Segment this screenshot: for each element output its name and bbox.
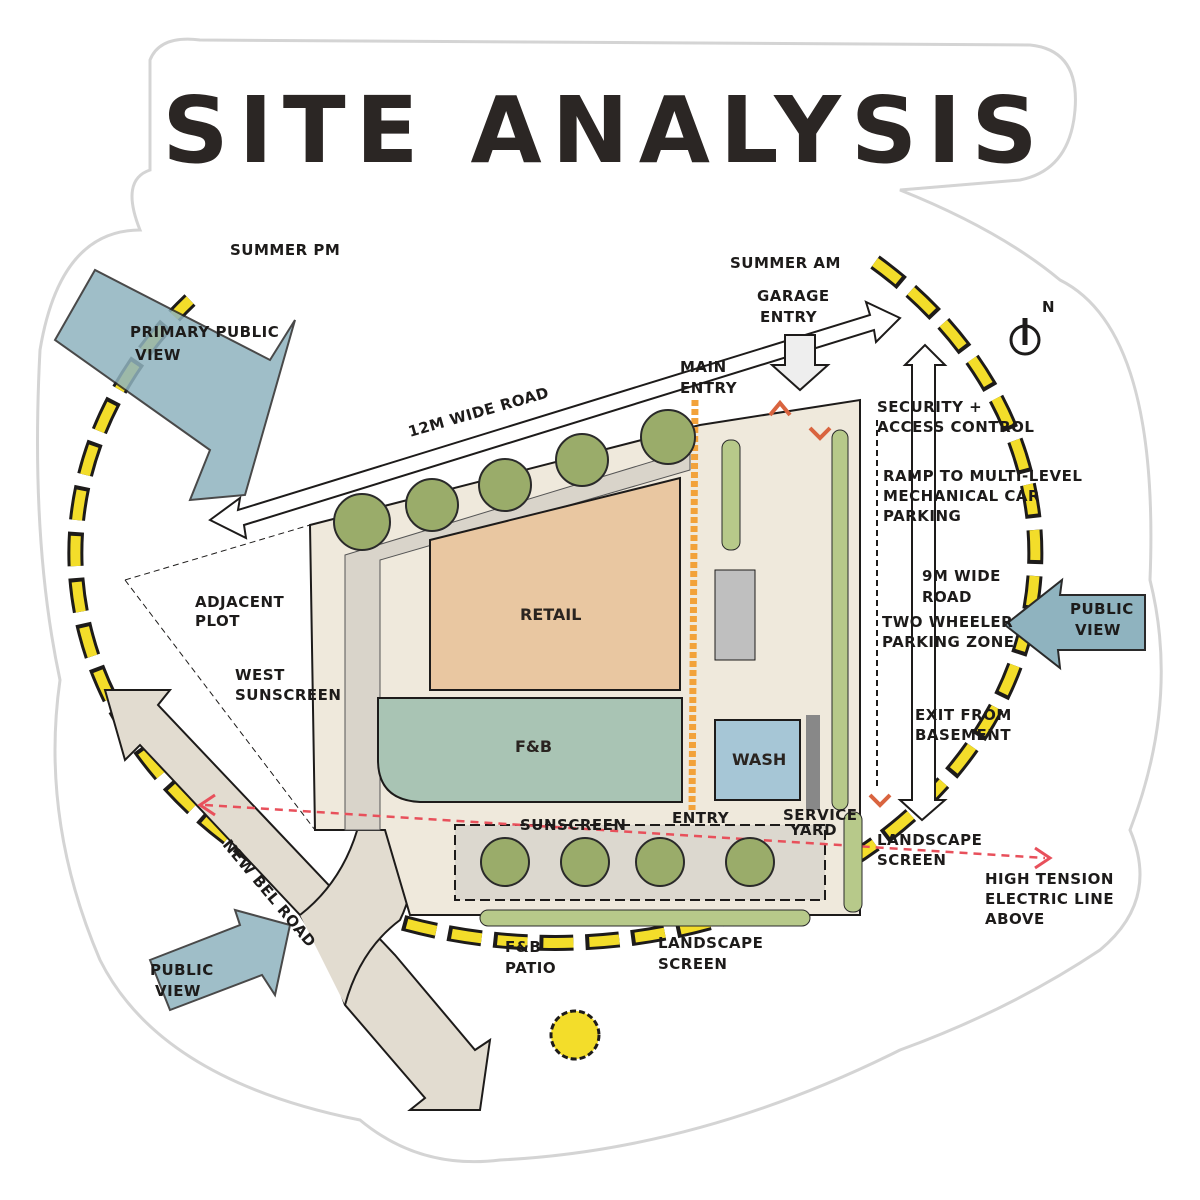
main-entry-line <box>688 399 699 811</box>
electric-arrowhead-west <box>197 793 216 817</box>
fnb-zone <box>377 697 683 803</box>
west-sunscreen-label-2: SUNSCREEN <box>235 686 341 704</box>
access-marker-icon <box>768 399 792 417</box>
wash-label: WASH <box>732 750 786 769</box>
retail-zone <box>429 476 681 691</box>
adjacent-plot-label-2: PLOT <box>195 612 240 630</box>
diagram-title: SITE ANALYSIS <box>162 77 1047 184</box>
adjacent-plot-label: ADJACENT <box>195 593 285 611</box>
hedge <box>479 909 811 927</box>
hedge <box>721 439 741 551</box>
exit-basement-label-2: BASEMENT <box>915 726 1011 744</box>
wash-zone <box>714 719 801 801</box>
two-wheeler-label-2: PARKING ZONE <box>882 633 1015 651</box>
west-sunscreen-label: WEST <box>235 666 285 684</box>
electric-arrowhead-east <box>1034 846 1053 870</box>
summer-pm-label: SUMMER PM <box>230 241 340 259</box>
security-label: SECURITY + <box>877 398 982 416</box>
retail-label: RETAIL <box>520 605 581 624</box>
entry-label: ENTRY <box>672 809 730 827</box>
service-marker-icon <box>868 793 892 808</box>
primary-view-label-2: VIEW <box>135 346 181 364</box>
north-arrow-icon <box>1009 318 1041 356</box>
electric-line-label-2: ELECTRIC LINE <box>985 890 1114 908</box>
hedge <box>843 811 863 913</box>
ramp-label-3: PARKING <box>883 507 961 525</box>
garage-entry-arrow <box>769 334 831 392</box>
southwest-view-label-2: VIEW <box>155 982 201 1000</box>
sunscreen-label: SUNSCREEN <box>520 816 626 834</box>
ramp-label: RAMP TO MULTI-LEVEL <box>883 467 1082 485</box>
southwest-view-label: PUBLIC <box>150 961 214 979</box>
north-road-arrow <box>208 300 902 540</box>
adjacent-plot-line <box>124 524 311 581</box>
electric-line-label-3: ABOVE <box>985 910 1045 928</box>
security-label-2: ACCESS CONTROL <box>877 418 1034 436</box>
garage-entry-label: GARAGE <box>757 287 830 305</box>
main-entry-label: MAIN <box>680 358 727 376</box>
exit-basement-label: EXIT FROM <box>915 706 1012 724</box>
two-wheeler-label: TWO WHEELER <box>882 613 1013 631</box>
east-road-label-2: ROAD <box>922 588 972 606</box>
landscape-screen-east-label: LANDSCAPE <box>877 831 982 849</box>
service-yard-label: SERVICE <box>783 806 858 824</box>
fnb-patio-label: F&B <box>505 938 541 956</box>
east-road-arrow <box>897 343 948 822</box>
electric-line <box>204 803 1046 860</box>
east-public-view-arrow <box>1003 577 1146 671</box>
fnb-label: F&B <box>515 737 552 756</box>
southwest-public-view-arrow <box>148 908 292 1012</box>
parking-block <box>714 569 756 661</box>
hedge <box>831 429 849 811</box>
north-label: N <box>1042 298 1055 316</box>
landscape-screen-south-label-2: SCREEN <box>658 955 727 973</box>
main-entry-label-2: ENTRY <box>680 379 738 397</box>
east-view-label-2: VIEW <box>1075 621 1121 639</box>
landscape-screen-east-label-2: SCREEN <box>877 851 946 869</box>
electric-line-label: HIGH TENSION <box>985 870 1114 888</box>
summer-am-label: SUMMER AM <box>730 254 841 272</box>
sun-path <box>67 255 1044 951</box>
landscape-screen-south-label: LANDSCAPE <box>658 934 763 952</box>
sun-icon <box>549 1009 601 1061</box>
primary-view-label: PRIMARY PUBLIC <box>130 323 279 341</box>
east-view-label: PUBLIC <box>1070 600 1134 618</box>
fnb-patio-label-2: PATIO <box>505 959 556 977</box>
trees <box>333 409 775 887</box>
primary-public-view-arrow <box>53 268 296 502</box>
adjacent-plot-line <box>124 579 316 831</box>
access-marker-icon <box>808 426 832 441</box>
garage-entry-label-2: ENTRY <box>760 308 818 326</box>
service-yard-label-2: YARD <box>789 821 837 839</box>
ramp-label-2: MECHANICAL CAR <box>883 487 1040 505</box>
east-road-label: 9M WIDE <box>922 567 1001 585</box>
wall <box>806 715 820 810</box>
